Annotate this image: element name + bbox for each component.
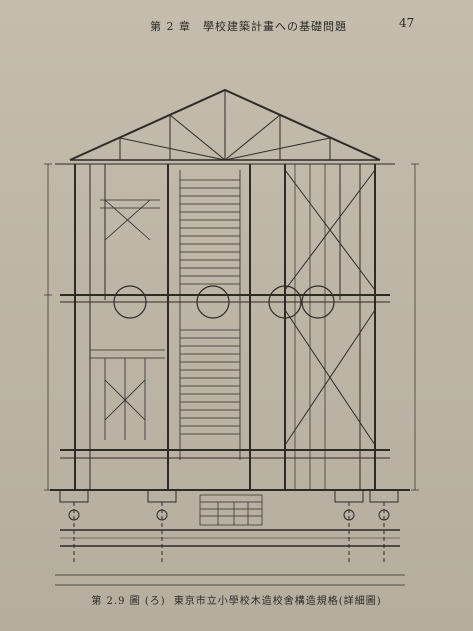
staircase bbox=[179, 170, 241, 460]
floor-beams bbox=[60, 294, 390, 459]
roof-truss bbox=[55, 88, 395, 165]
posts bbox=[74, 164, 376, 490]
chapter-title: 第 2 章 學校建築計畫への基礎問題 bbox=[150, 20, 347, 33]
schedule-table bbox=[199, 494, 263, 526]
cross-bracing bbox=[284, 164, 376, 490]
detail-circles bbox=[113, 285, 335, 319]
figure-caption: 第 2.9 圖 (ろ) 東京市立小學校木造校舍構造規格(詳細圖) bbox=[0, 592, 473, 607]
figure-number: 第 2.9 圖 (ろ) bbox=[91, 596, 166, 607]
section-drawing-svg bbox=[44, 88, 419, 586]
page-number: 47 bbox=[399, 16, 415, 30]
foundations bbox=[50, 489, 410, 565]
plan-strip bbox=[55, 529, 405, 586]
structural-drawing bbox=[30, 60, 450, 590]
running-head: 第 2 章 學校建築計畫への基礎問題 47 bbox=[0, 14, 473, 34]
left-detail-frames bbox=[90, 199, 165, 440]
dimension-lines bbox=[44, 163, 419, 491]
figure-title: 東京市立小學校木造校舍構造規格(詳細圖) bbox=[173, 596, 382, 607]
